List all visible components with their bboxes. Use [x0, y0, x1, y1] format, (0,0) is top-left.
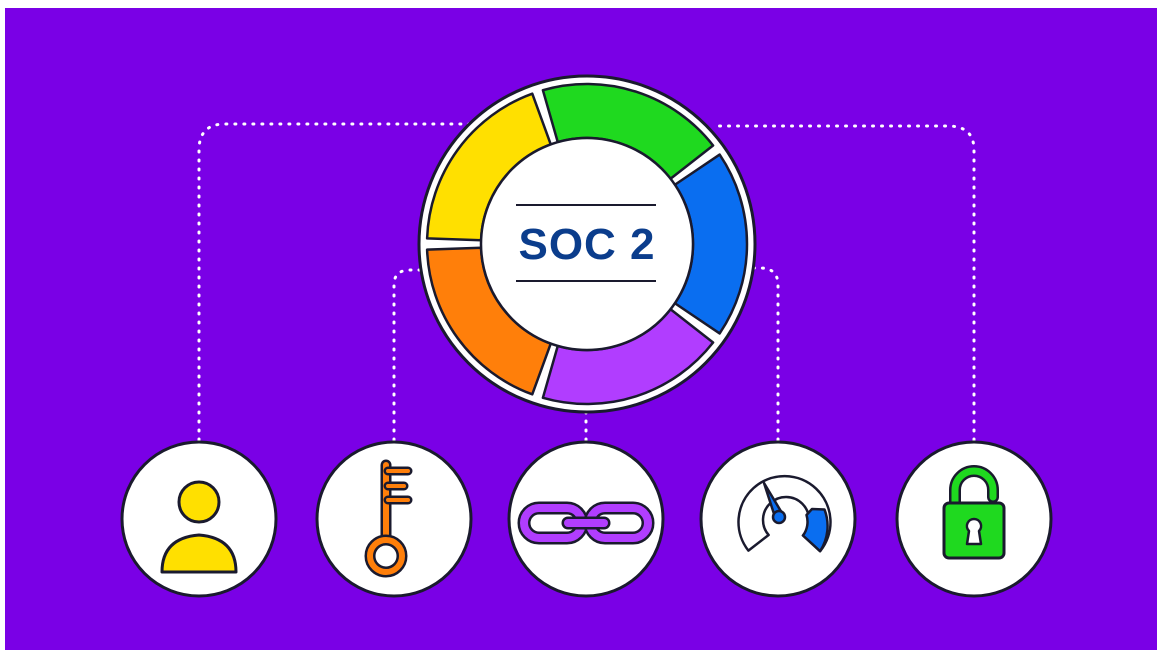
chain-circle: [507, 440, 665, 598]
ring-inner-circle: [479, 136, 695, 352]
key-icon: [364, 459, 413, 578]
padlock-circle: [895, 440, 1053, 598]
gauge-icon: [737, 474, 832, 553]
user-icon: [160, 480, 238, 574]
padlock-icon: [942, 465, 1006, 560]
ring-segments: [425, 82, 749, 406]
soc2-title: SOC 2: [518, 220, 655, 269]
icon-row: [120, 440, 1053, 598]
connector-gauge: [750, 266, 780, 442]
connector-lock: [710, 124, 976, 442]
soc2-ring: SOC 2: [417, 74, 757, 414]
connector-user: [197, 122, 472, 442]
chain-link-icon: [517, 501, 655, 545]
connector-key: [392, 268, 425, 442]
gauge-circle: [699, 440, 857, 598]
connector-lines: [197, 122, 976, 442]
key-circle: [315, 440, 473, 598]
user-circle: [120, 440, 278, 598]
